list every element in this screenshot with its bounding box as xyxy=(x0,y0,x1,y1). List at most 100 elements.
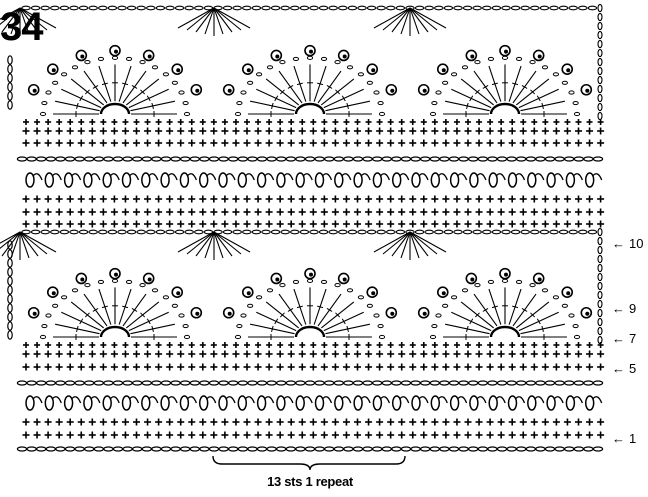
chain-symbol xyxy=(281,230,289,234)
chain-symbol xyxy=(478,447,487,451)
chain-symbol xyxy=(112,56,117,59)
cluster-symbol xyxy=(26,396,34,410)
chain-symbol xyxy=(363,381,372,385)
chain-symbol xyxy=(415,230,423,234)
cluster-symbol xyxy=(528,396,536,410)
chain-symbol xyxy=(161,157,170,161)
chain-symbol xyxy=(348,6,356,10)
chain-symbol xyxy=(108,230,116,234)
chain-symbol xyxy=(593,447,602,451)
chain-symbol xyxy=(99,6,107,10)
chain-symbol xyxy=(262,6,270,10)
chain-symbol xyxy=(469,157,478,161)
cluster-symbol xyxy=(335,173,343,187)
cluster-symbol xyxy=(373,173,381,187)
chain-symbol xyxy=(401,157,410,161)
cluster-symbol xyxy=(566,396,574,410)
chain-symbol xyxy=(598,273,602,280)
cluster-symbol xyxy=(84,396,92,410)
chain-symbol xyxy=(562,81,567,84)
picot-symbol xyxy=(309,273,313,277)
chain-symbol xyxy=(463,230,471,234)
chain-symbol xyxy=(373,381,382,385)
chain-symbol xyxy=(353,381,362,385)
chain-symbol xyxy=(502,56,507,59)
chain-symbol xyxy=(451,296,456,299)
chain-symbol xyxy=(462,66,467,69)
chain-symbol xyxy=(75,157,84,161)
chain-symbol xyxy=(123,447,132,451)
picot-symbol xyxy=(80,277,84,281)
chain-symbol xyxy=(377,230,385,234)
chain-symbol xyxy=(421,381,430,385)
chain-symbol xyxy=(432,101,437,104)
treble-bar xyxy=(288,308,293,311)
chain-symbol xyxy=(598,327,602,334)
picot-symbol xyxy=(470,54,474,58)
chain-symbol xyxy=(257,157,266,161)
chain-symbol xyxy=(257,381,266,385)
chain-symbol xyxy=(443,81,448,84)
chain-symbol xyxy=(17,157,26,161)
chain-symbol xyxy=(598,49,602,56)
chain-symbol xyxy=(72,66,77,69)
chain-symbol xyxy=(8,286,12,294)
picot-symbol xyxy=(148,277,152,281)
chain-symbol xyxy=(367,81,372,84)
chain-symbol xyxy=(542,289,547,292)
repeat-label: 13 sts 1 repeat xyxy=(240,474,380,489)
chain-symbol xyxy=(550,6,558,10)
chain-symbol xyxy=(300,230,308,234)
chain-symbol xyxy=(281,6,289,10)
chain-symbol xyxy=(8,56,12,64)
chain-symbol xyxy=(46,314,51,317)
chain-symbol xyxy=(579,230,587,234)
chain-symbol xyxy=(531,230,539,234)
cluster-symbol xyxy=(238,396,246,410)
cluster-symbol xyxy=(142,396,150,410)
chain-symbol xyxy=(286,381,295,385)
chain-symbol xyxy=(181,381,190,385)
chain-symbol xyxy=(152,157,161,161)
chain-symbol xyxy=(280,284,285,287)
chain-symbol xyxy=(42,324,47,327)
chain-symbol xyxy=(526,447,535,451)
chain-symbol xyxy=(142,157,151,161)
chain-symbol xyxy=(598,246,602,253)
chain-symbol xyxy=(325,157,334,161)
cluster-symbol xyxy=(103,173,111,187)
chain-symbol xyxy=(483,230,491,234)
cluster-symbol xyxy=(277,173,285,187)
picot-symbol xyxy=(275,277,279,281)
cluster-symbol xyxy=(335,396,343,410)
chain-symbol xyxy=(488,157,497,161)
chain-symbol xyxy=(475,61,480,64)
picot-symbol xyxy=(52,291,56,295)
chain-symbol xyxy=(219,157,228,161)
chain-symbol xyxy=(185,6,193,10)
cluster-symbol xyxy=(586,173,594,187)
arrow-left-icon: ← xyxy=(612,301,625,316)
chain-symbol xyxy=(163,73,168,76)
chain-symbol xyxy=(56,447,65,451)
chain-symbol xyxy=(152,381,161,385)
chain-symbol xyxy=(344,447,353,451)
chain-symbol xyxy=(358,296,363,299)
chain-symbol xyxy=(161,447,170,451)
row-label-9-text: 9 xyxy=(629,301,636,316)
chain-symbol xyxy=(296,157,305,161)
chain-symbol xyxy=(378,101,383,104)
chain-symbol xyxy=(8,259,12,267)
chain-symbol xyxy=(319,6,327,10)
chain-symbol xyxy=(574,157,583,161)
chain-symbol xyxy=(598,22,602,29)
chain-symbol xyxy=(172,304,177,307)
chain-symbol xyxy=(79,6,87,10)
cluster-symbol xyxy=(26,173,34,187)
cluster-symbol xyxy=(238,173,246,187)
chain-symbol xyxy=(517,381,526,385)
chain-symbol xyxy=(387,230,395,234)
chain-symbol xyxy=(271,6,279,10)
chain-symbol xyxy=(267,66,272,69)
chain-symbol xyxy=(358,230,366,234)
